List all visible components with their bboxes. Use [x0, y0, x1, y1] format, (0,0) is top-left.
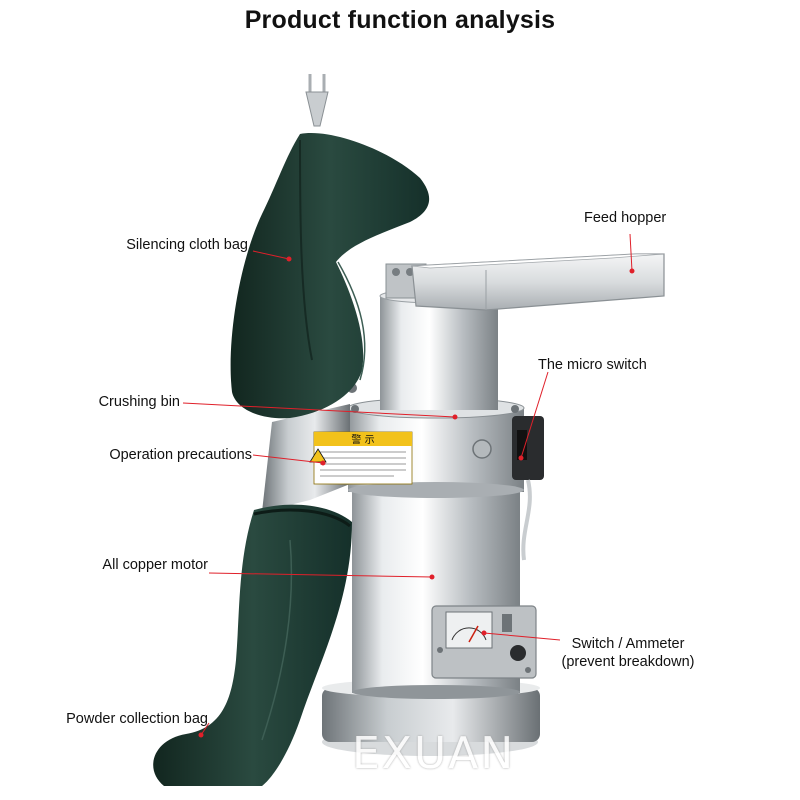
feed-hopper	[411, 253, 665, 311]
powder-collection-bag	[153, 504, 352, 786]
switch-ammeter-panel	[431, 605, 537, 679]
label-feed-hopper: Feed hopper	[584, 210, 667, 226]
leader-silencing-bag	[252, 250, 290, 260]
leader-micro-switch	[520, 371, 549, 459]
leader-switch-ammeter	[483, 632, 561, 641]
label-switch-ammeter-line2: (prevent breakdown)	[561, 654, 695, 670]
leader-motor	[208, 572, 433, 578]
leader-crushing-bin	[182, 402, 456, 418]
label-crushing-bin: Crushing bin	[98, 394, 180, 410]
leader-feed-hopper	[629, 233, 633, 272]
hanger-hook	[305, 74, 329, 127]
leader-endpoints	[198, 256, 635, 738]
label-silencing-cloth-bag: Silencing cloth bag	[126, 237, 248, 253]
label-micro-switch: The micro switch	[538, 357, 647, 373]
label-switch-ammeter-line1: Switch / Ammeter	[571, 636, 685, 652]
label-motor: All copper motor	[102, 557, 208, 573]
base-plate	[322, 679, 540, 756]
micro-switch-box	[512, 416, 544, 561]
page-title: Product function analysis	[244, 6, 556, 34]
warning-sticker: 警 示	[309, 431, 413, 485]
leader-operation-precautions	[252, 454, 324, 464]
silencing-cloth-bag	[230, 133, 430, 419]
label-operation-precautions: Operation precautions	[109, 447, 252, 463]
leader-lines	[182, 233, 633, 736]
label-switch-ammeter: Switch / Ammeter (prevent breakdown)	[550, 635, 706, 671]
label-powder-collection-bag: Powder collection bag	[66, 711, 208, 727]
warning-sticker-heading: 警 示	[351, 433, 374, 446]
brand-watermark: EXUAN	[352, 728, 516, 779]
